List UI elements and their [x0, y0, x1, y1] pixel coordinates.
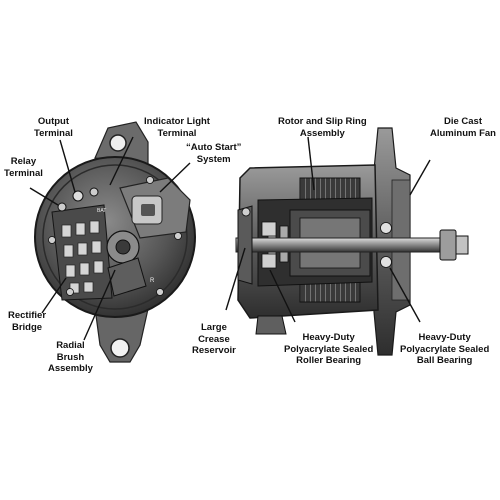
label-radial-brush-assembly: Radial Brush Assembly — [48, 340, 93, 374]
leader-output-terminal — [59, 139, 76, 193]
label-rotor-slip-ring-assembly: Rotor and Slip Ring Assembly — [278, 116, 367, 139]
leader-ball-bearing — [389, 267, 421, 323]
label-auto-start-system: “Auto Start” System — [186, 142, 242, 165]
leader-indicator-light — [109, 136, 134, 186]
leader-lines — [29, 136, 431, 341]
label-large-grease-reservoir: Large Crease Reservoir — [192, 322, 236, 356]
label-die-cast-aluminum-fan: Die Cast Aluminum Fan — [430, 116, 496, 139]
label-output-terminal: Output Terminal — [34, 116, 73, 139]
label-indicator-light-terminal: Indicator Light Terminal — [144, 116, 210, 139]
label-relay-terminal: Relay Terminal — [4, 156, 43, 179]
r-marking: R — [150, 278, 155, 284]
leader-rotor — [307, 136, 315, 191]
alternator-cutaway-view — [235, 127, 469, 356]
label-rectifier-bridge: Rectifier Bridge — [8, 310, 47, 333]
bat-marking: BAT — [97, 208, 106, 214]
roller-bearing-shape — [261, 221, 277, 269]
leader-relay-terminal — [29, 187, 59, 206]
leader-auto-start — [159, 162, 191, 193]
leader-fan — [409, 159, 431, 196]
ball-bearing-shape — [380, 222, 392, 268]
leader-grease — [225, 247, 246, 311]
alternator-end-view: BAT R — [34, 121, 196, 363]
leader-roller-bearing — [269, 269, 296, 323]
leader-brush-assembly — [83, 269, 116, 341]
label-roller-bearing: Heavy-Duty Polyacrylate Sealed Roller Be… — [284, 332, 374, 366]
leader-rectifier-bridge — [41, 277, 67, 314]
label-ball-bearing: Heavy-Duty Polyacrylate Sealed Ball Bear… — [400, 332, 490, 366]
